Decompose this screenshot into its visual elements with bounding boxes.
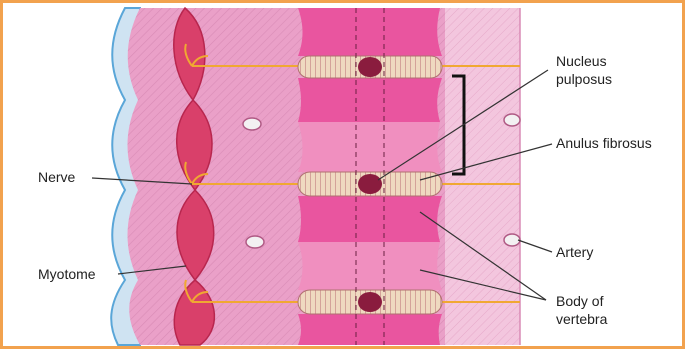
label-nucleus-line2: pulposus xyxy=(556,71,612,87)
vertebra-body-middle-upper xyxy=(298,78,442,122)
artery-left-2 xyxy=(246,236,264,248)
label-anulus-fibrosus: Anulus fibrosus xyxy=(556,135,652,151)
nucleus-pulposus-1 xyxy=(358,57,382,77)
label-body-of-vertebra-line2: vertebra xyxy=(556,311,608,327)
artery-right-2 xyxy=(504,234,520,246)
artery-left-1 xyxy=(243,118,261,130)
vertebra-body-bottom xyxy=(298,314,442,345)
vertebra-body-top xyxy=(298,8,442,56)
nucleus-pulposus-2 xyxy=(358,174,382,194)
nucleus-pulposus-3 xyxy=(358,292,382,312)
label-artery: Artery xyxy=(556,244,593,260)
label-myotome: Myotome xyxy=(38,266,96,282)
artery-right-1 xyxy=(504,114,520,126)
tissue-right xyxy=(445,8,520,345)
label-body-of-vertebra-line1: Body of xyxy=(556,293,604,309)
vertebra-body-lower-lower xyxy=(298,242,442,290)
label-nerve: Nerve xyxy=(38,169,76,185)
vertebra-body-middle-lower xyxy=(298,122,442,172)
vertebra-body-lower-upper xyxy=(298,196,442,242)
label-nucleus-line1: Nucleus xyxy=(556,53,607,69)
